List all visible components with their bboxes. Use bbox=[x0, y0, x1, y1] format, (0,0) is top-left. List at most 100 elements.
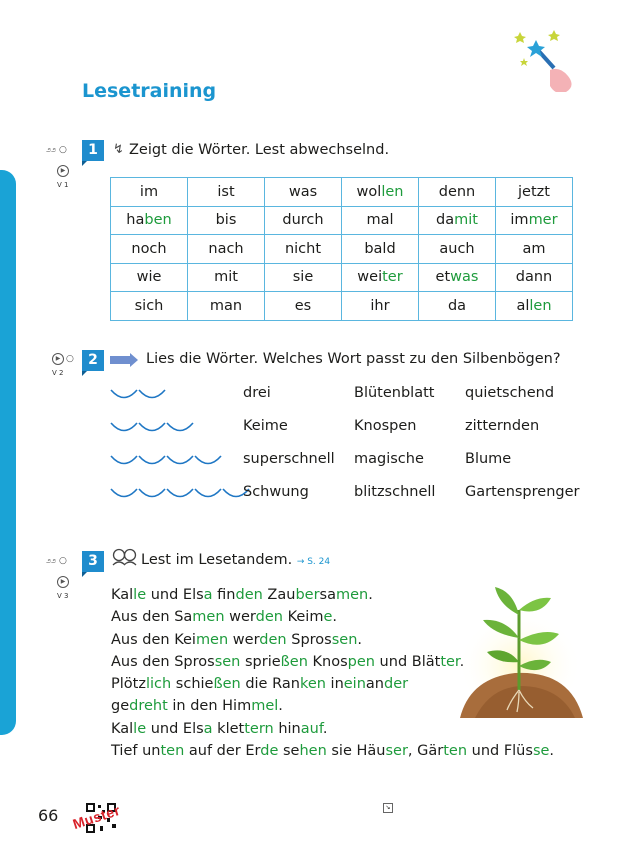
syllable-arcs bbox=[110, 389, 166, 399]
text-segment: sen bbox=[214, 653, 241, 670]
text-line: Kalle und Elsa klettern hinauf. bbox=[111, 718, 554, 740]
text-segment: Knos bbox=[307, 653, 348, 670]
table-cell: ist bbox=[187, 177, 265, 207]
text-line: Tief unten auf der Erde sehen sie Häuser… bbox=[111, 740, 554, 762]
syllable: da bbox=[447, 297, 467, 314]
syllable: am bbox=[522, 240, 546, 257]
text-segment: ter bbox=[440, 653, 460, 670]
syllable: sie bbox=[292, 269, 314, 286]
table-cell: bald bbox=[341, 234, 419, 264]
qr-code-icon[interactable] bbox=[85, 802, 121, 834]
table-cell: sie bbox=[264, 262, 342, 292]
table-cell: wie bbox=[110, 262, 188, 292]
syllable: im bbox=[510, 212, 529, 229]
table-cell: allen bbox=[495, 291, 573, 321]
syllable: was bbox=[288, 183, 318, 200]
play-icon[interactable]: ▶ bbox=[57, 576, 69, 588]
word-option: Gartensprenger bbox=[465, 484, 580, 500]
syllable: ihr bbox=[370, 297, 390, 314]
table-cell: am bbox=[495, 234, 573, 264]
text-line: gedreht in den Himmel. bbox=[111, 695, 554, 717]
syllable: bald bbox=[364, 240, 396, 257]
video-label-3: V 3 bbox=[57, 592, 69, 600]
text-segment: fin bbox=[212, 587, 236, 603]
text-segment: Tief un bbox=[111, 743, 161, 760]
text-segment: Zau bbox=[262, 587, 296, 603]
text-segment: in den Him bbox=[167, 698, 252, 715]
table-cell: dann bbox=[495, 262, 573, 292]
table-cell: da bbox=[418, 291, 496, 321]
text-segment: Aus den Sa bbox=[111, 609, 193, 626]
link-icon: ↘ bbox=[383, 803, 393, 813]
circle-icon: ○ bbox=[66, 354, 74, 364]
task-instruction-2: Lies die Wörter. Welches Wort passt zu d… bbox=[146, 351, 561, 367]
play-icon[interactable]: ▶ bbox=[57, 165, 69, 177]
word-option: Knospen bbox=[354, 418, 417, 434]
text-segment: se bbox=[278, 743, 300, 760]
page-reference-link[interactable]: → S. 24 bbox=[296, 557, 331, 567]
text-segment: , Gär bbox=[407, 743, 444, 760]
table-cell: damit bbox=[418, 205, 496, 235]
text-segment: dreht bbox=[129, 698, 168, 715]
word-option: drei bbox=[243, 385, 271, 401]
syllable: al bbox=[516, 297, 530, 314]
magic-wand-icon bbox=[514, 30, 572, 92]
table-cell: denn bbox=[418, 177, 496, 207]
text-segment: und Flüs bbox=[467, 743, 533, 760]
text-segment: men bbox=[195, 631, 229, 648]
play-icon[interactable]: ▶ bbox=[52, 353, 64, 365]
text-segment: Keim bbox=[282, 609, 324, 626]
video-label-2: V 2 bbox=[52, 369, 64, 377]
table-cell: haben bbox=[110, 205, 188, 235]
text-segment: hen bbox=[299, 743, 327, 760]
text-segment: . bbox=[322, 720, 328, 737]
text-segment: . bbox=[357, 631, 362, 648]
task-number-1: 1 bbox=[82, 140, 104, 166]
syllable: et bbox=[435, 269, 451, 286]
text-segment: sie Häu bbox=[326, 743, 386, 760]
text-segment: ge bbox=[111, 698, 130, 715]
table-cell: sich bbox=[110, 291, 188, 321]
text-segment: den bbox=[259, 631, 287, 648]
text-segment: a bbox=[203, 587, 213, 603]
task-instruction-3: Lest im Lesetandem. → S. 24 bbox=[141, 552, 330, 568]
table-cell: im bbox=[110, 177, 188, 207]
table-cell: man bbox=[187, 291, 265, 321]
page-title: Lesetraining bbox=[82, 80, 217, 102]
text-segment: e bbox=[323, 609, 333, 626]
syllable: ist bbox=[217, 183, 235, 200]
syllable: sich bbox=[134, 297, 164, 314]
syllable-highlight: len bbox=[381, 183, 404, 200]
table-cell: nicht bbox=[264, 234, 342, 264]
text-line: Aus den Keimen werden Sprossen. bbox=[111, 629, 554, 651]
word-option: Schwung bbox=[243, 484, 309, 500]
word-option: quietschend bbox=[465, 385, 555, 401]
syllable: man bbox=[209, 297, 243, 314]
text-line: Plötzlich schießen die Ranken ineinander bbox=[111, 673, 554, 695]
text-segment: hin bbox=[273, 720, 301, 737]
text-segment: auf bbox=[300, 720, 323, 737]
text-segment: wer bbox=[224, 609, 256, 626]
text-segment: pen bbox=[347, 653, 375, 670]
reading-text: Kalle und Elsa finden Zaubersamen. Aus de… bbox=[111, 584, 554, 762]
text-segment: ten bbox=[443, 743, 468, 760]
text-segment: de bbox=[260, 743, 279, 760]
syllable-arcs bbox=[110, 488, 250, 498]
table-cell: mit bbox=[187, 262, 265, 292]
syllable: nach bbox=[208, 240, 244, 257]
text-segment: le bbox=[133, 587, 147, 603]
text-segment: Aus den Spros bbox=[111, 653, 215, 670]
syllable: da bbox=[436, 212, 455, 229]
text-segment: se bbox=[532, 743, 550, 760]
text-segment: ten bbox=[160, 743, 185, 760]
syllable: mal bbox=[366, 212, 394, 229]
syllable-highlight: len bbox=[529, 297, 552, 314]
text-segment: Plötz bbox=[111, 676, 146, 693]
syllable-arcs bbox=[110, 455, 222, 465]
text-line: Kalle und Elsa finden Zaubersamen. bbox=[111, 584, 554, 606]
table-cell: immer bbox=[495, 205, 573, 235]
